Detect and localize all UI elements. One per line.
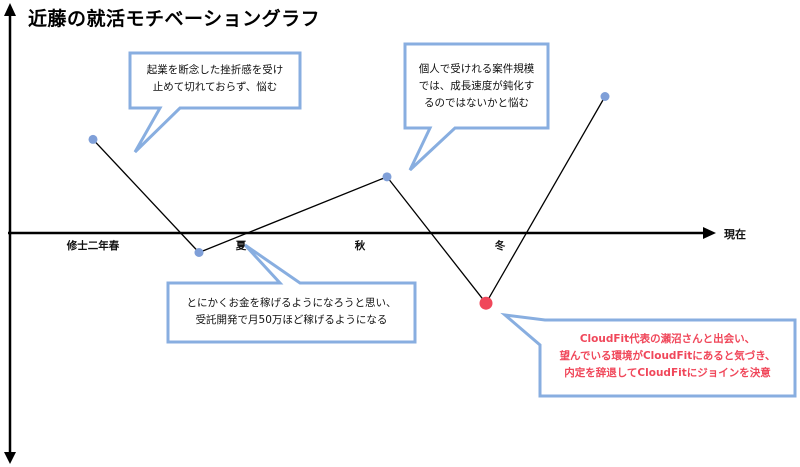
callout-4-line-1: CloudFit代表の瀬沼さんと出会い、	[579, 333, 756, 345]
y-axis-arrowhead	[4, 3, 16, 16]
tick-label-summer: 夏	[235, 240, 247, 252]
callout-1-line-2: 止めて切れておらず、悩む	[152, 81, 278, 93]
tick-label-winter: 冬	[494, 240, 506, 252]
callout-text-2: とにかくお金を稼げるようになろうと思い、 受託開発で月50万ほど稼げるようになる	[170, 295, 413, 329]
callout-text-4: CloudFit代表の瀬沼さんと出会い、 望んでいる環境がCloudFitにある…	[542, 331, 793, 382]
callout-4-line-2: 望んでいる環境がCloudFitにあると気づき、	[559, 350, 776, 362]
callout-2-line-2: 受託開発で月50万ほど稼げるようになる	[195, 314, 388, 326]
callout-text-1: 起業を断念した挫折感を受け 止めて切れておらず、悩む	[133, 62, 297, 96]
data-point-5	[600, 92, 610, 101]
data-point-2	[194, 248, 204, 257]
series-layer	[88, 92, 610, 310]
x-axis-label: 現在	[724, 228, 746, 241]
tick-label-autumn: 秋	[354, 240, 366, 252]
motivation-line-segment-1	[92, 138, 200, 253]
callout-bubble-3	[403, 42, 550, 172]
highlight-point	[479, 296, 493, 310]
callout-4-line-3: 内定を辞退してCloudFitにジョインを決意	[564, 367, 771, 379]
page-title: 近藤の就活モチベーショングラフ	[28, 8, 321, 30]
callout-2-line-1: とにかくお金を稼げるようになろうと思い、	[186, 297, 397, 309]
y-axis-bottom-arrowhead	[4, 452, 16, 464]
callout-text-3: 個人で受けれる案件規模 では、成長速度が鈍化す るのではないかと悩む	[407, 61, 546, 112]
callout-3-line-2: では、成長速度が鈍化す	[418, 80, 535, 92]
callout-3-line-3: るのではないかと悩む	[424, 97, 529, 109]
x-axis-arrowhead	[703, 227, 716, 239]
data-point-3	[382, 172, 392, 182]
tick-label-spring: 修士二年春	[66, 240, 120, 252]
callout-bubble-1	[128, 51, 302, 154]
callout-1-line-1: 起業を断念した挫折感を受け	[146, 64, 284, 76]
callout-bubble-2	[166, 243, 417, 344]
data-point-1	[88, 134, 98, 144]
motivation-line-segment-4	[485, 96, 606, 304]
callout-bubble-4	[500, 312, 797, 398]
motivation-line-segment-3	[386, 176, 487, 304]
callout-3-line-1: 個人で受けれる案件規模	[418, 63, 535, 75]
motivation-line-segment-2	[198, 176, 388, 254]
